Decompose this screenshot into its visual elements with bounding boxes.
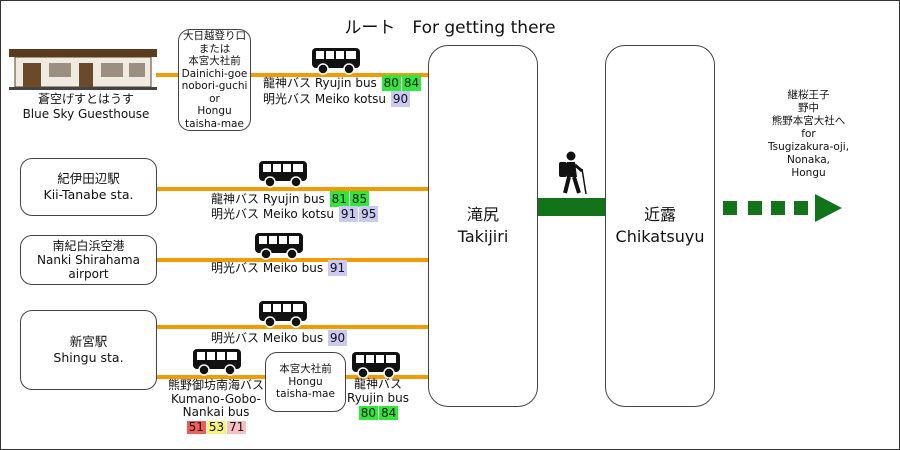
airport-nanki-shirahama: 南紀白浜空港 Nanki Shirahama airport [20,235,157,285]
route-number-badge: 51 [186,419,206,434]
route3-meiko-jp: 明光バス [211,261,260,275]
route1-ryujin-en: Ryujin bus [314,76,377,90]
dainichi-line: 大日越登り口 [183,30,246,42]
diagram-title: ルート For getting there [344,18,556,38]
dainichi-line: または [198,42,231,55]
bus-icon [193,349,241,376]
guesthouse-name-jp: 蒼空げすとはうす [37,92,134,106]
route-line-guesthouse [156,73,179,77]
route1-meiko-en: Meiko kotsu [314,92,387,106]
route-line-2 [156,187,428,191]
route5-ryujin-en: Ryujin bus [347,391,409,405]
kumano-line: Kumano-Gobo- [170,391,261,406]
guesthouse-building-icon [9,49,157,90]
nanki-line: airport [68,267,109,281]
onward-line: Nonaka, [786,154,831,166]
route4-meiko-label: 明光バス Meiko bus 90 [211,330,348,346]
route4-meiko-en: Meiko bus [262,331,324,345]
route-number-badge: 53 [206,419,227,434]
takijiri-en: Takijiri [457,227,509,246]
station-shingu: 新宮駅 Shingu sta. [20,310,157,390]
bus-icon [259,161,307,188]
onward-line: 野中 [798,102,819,114]
hiking-trail-bar [538,198,605,216]
kii-tanabe-en: Kii-Tanabe sta. [43,187,134,202]
stop-chikatsuyu: 近露 Chikatsuyu [605,45,715,407]
route2-ryujin-en: Ryujin bus [262,192,325,206]
dainichi-line: Dainichi-goe [181,67,248,80]
onward-line: for [801,128,816,140]
kumano-line: 熊野御坊南海バス [167,378,264,392]
dainichi-line: Hongu [197,105,232,117]
guesthouse-name-en: Blue Sky Guesthouse [22,107,150,121]
shingu-jp: 新宮駅 [69,334,108,349]
bus-icon [312,48,360,75]
route-number-badge: 84 [401,75,422,91]
route-line-4 [156,325,428,329]
nanki-line: Nanki Shirahama [37,253,140,267]
route-line-3 [156,258,428,262]
onward-line: 継桜王子 [787,89,830,101]
takijiri-jp: 滝尻 [466,205,499,224]
stop-dainichi-goe: 大日越登り口 または 本宮大社前 Dainichi-goe nobori-guc… [178,29,251,131]
route2-meiko-jp: 明光バス [211,207,260,221]
dainichi-line: 本宮大社前 [188,55,241,67]
dainichi-line: nobori-guchi [181,80,248,92]
chikatsuyu-jp: 近露 [643,205,676,224]
shingu-en: Shingu sta. [53,350,124,365]
hongu-line: 本宮大社前 [279,363,332,376]
route-number-badge: 91 [327,260,348,276]
kii-tanabe-jp: 紀伊田辺駅 [57,171,120,186]
bus-icon [259,301,307,328]
route1-ryujin-jp: 龍神バス [263,76,312,90]
onward-dashed-arrow-icon [723,194,842,222]
nanki-line: 南紀白浜空港 [52,239,125,253]
route-line-5a [156,375,266,379]
stop-hongu-taisha-mae: 本宮大社前 Hongu taisha-mae [265,352,346,412]
route-number-badge: 95 [359,206,379,222]
route1-meiko-jp: 明光バス [263,92,312,106]
bus-icon [352,352,400,379]
hongu-line: taisha-mae [276,388,335,401]
onward-line: 熊野本宮大社へ [771,115,846,127]
route-number-badge: 90 [327,330,348,346]
stop-takijiri: 滝尻 Takijiri [428,45,538,407]
route-number-badge: 85 [349,191,370,207]
route-number-badge: 91 [338,206,359,222]
hiker-icon [559,151,587,195]
onward-line: Tsugizakura-oji, [767,141,850,153]
route-number-badge: 80 [381,75,401,91]
route-number-badge: 90 [390,91,411,107]
route-number-badge: 84 [379,406,399,420]
bus-icon [255,233,303,260]
route-number-badge: 81 [329,191,349,207]
route1-meiko-label: 明光バス Meiko kotsu 90 [263,91,411,107]
onward-destination-label: 継桜王子 野中 熊野本宮大社へ for Tsugizakura-oji, Non… [746,89,871,180]
station-kii-tanabe: 紀伊田辺駅 Kii-Tanabe sta. [20,158,157,216]
route4-meiko-jp: 明光バス [211,331,260,345]
route3-meiko-en: Meiko bus [262,261,324,275]
route-line-1 [250,73,428,77]
chikatsuyu-en: Chikatsuyu [615,227,705,246]
route-number-badge: 71 [227,419,247,434]
dainichi-line: taisha-mae [185,117,244,130]
route2-meiko-en: Meiko kotsu [262,207,335,221]
hongu-line: Hongu [288,375,323,388]
route2-ryujin-jp: 龍神バス [211,192,260,206]
route5-ryujin-jp: 龍神バス [353,377,402,391]
route3-meiko-label: 明光バス Meiko bus 91 [211,260,348,276]
kumano-line: Nankai bus [182,405,250,419]
route-number-badge: 80 [358,406,378,420]
dainichi-line: or [209,92,220,105]
onward-line: Hongu [791,167,826,179]
